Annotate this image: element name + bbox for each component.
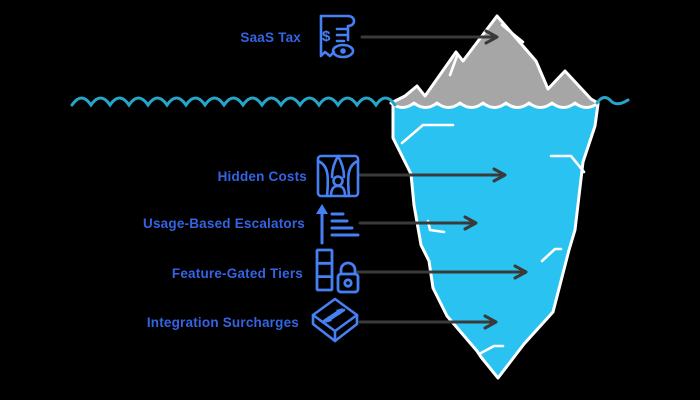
label-row-usage-based: Usage-Based Escalators: [143, 201, 360, 245]
tiers-lock-icon: [312, 248, 360, 298]
waterline-left: [70, 96, 397, 108]
saas-tax-label: SaaS Tax: [240, 29, 301, 45]
label-row-integration: Integration Surcharges: [147, 296, 360, 348]
iceberg-below-water: [391, 102, 600, 380]
integration-label: Integration Surcharges: [146, 314, 299, 330]
hidden-costs-label: Hidden Costs: [217, 168, 307, 184]
arrow-saas-tax: [360, 29, 499, 45]
iceberg-cracks: [400, 123, 586, 355]
label-row-hidden-costs: Hidden Costs: [218, 153, 360, 199]
iceberg-ridges: [448, 23, 525, 77]
rising-lines-icon: [316, 204, 360, 245]
invoice-eye-icon: $: [310, 12, 360, 62]
connector-arrows: [356, 29, 528, 330]
arrow-integration: [358, 314, 498, 330]
arrow-hidden-costs: [358, 167, 507, 183]
waterline-right: [595, 96, 630, 106]
feature-gated-label: Feature-Gated Tiers: [171, 265, 303, 281]
arrow-usage-based: [358, 215, 478, 231]
dollar-glyph: $: [322, 28, 331, 45]
iceberg-above-water: [389, 14, 600, 109]
label-row-feature-gated: Feature-Gated Tiers: [172, 248, 360, 298]
curtain-person-icon: [316, 153, 360, 199]
arrow-feature-gated: [356, 264, 528, 280]
integration-cube-icon: [308, 296, 360, 348]
label-row-saas-tax: SaaS Tax $: [240, 12, 360, 62]
usage-based-label: Usage-Based Escalators: [143, 215, 305, 231]
